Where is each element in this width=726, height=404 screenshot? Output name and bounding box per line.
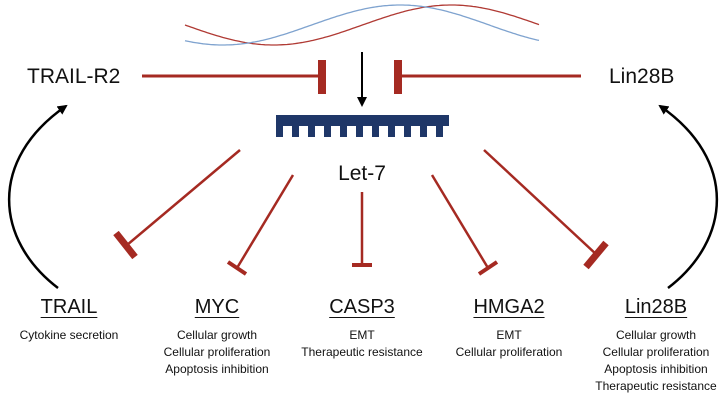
- inhibit-hmga2: [430, 174, 499, 276]
- dna-strand-b: [184, 4, 540, 46]
- effect-item: Cytokine secretion: [19, 328, 119, 342]
- target-name: CASP3: [329, 296, 395, 318]
- effect-item: Cellular proliferation: [163, 345, 271, 359]
- trail-r2-label: TRAIL-R2: [27, 65, 121, 88]
- inhibit-myc: [226, 174, 295, 276]
- effect-item: Therapeutic resistance: [595, 379, 717, 393]
- lin28b-inhibition: [394, 60, 581, 94]
- effect-item: Apoptosis inhibition: [165, 362, 269, 376]
- let7-mirna-icon: [276, 115, 449, 137]
- target-hmga2: HMGA2 EMT Cellular proliferation: [456, 297, 616, 361]
- effect-item: Therapeutic resistance: [301, 345, 423, 359]
- inhibit-lin28b: [483, 149, 609, 270]
- inhibit-trail: [113, 149, 241, 260]
- target-name: TRAIL: [40, 296, 98, 318]
- target-name: Lin28B: [624, 296, 688, 318]
- effect-item: Cellular proliferation: [602, 345, 710, 359]
- let7-label: Let-7: [338, 162, 386, 185]
- effect-item: Cellular growth: [615, 328, 697, 342]
- inhibit-casp3: [352, 192, 372, 267]
- lin28b-regulator-label: Lin28B: [609, 65, 675, 88]
- effect-list: Cytokine secretion: [20, 327, 119, 344]
- target-trail: TRAIL Cytokine secretion: [20, 297, 168, 344]
- dna-strand-a: [184, 4, 540, 46]
- target-myc: MYC Cellular growth Cellular proliferati…: [164, 297, 324, 378]
- dna-helix-icon: [184, 4, 540, 46]
- trail-to-trail-r2-arrow: [7, 104, 68, 289]
- target-casp3: CASP3 EMT Therapeutic resistance: [301, 297, 483, 361]
- effect-list: Cellular growth Cellular proliferation A…: [164, 327, 271, 378]
- trail-r2-inhibition: [142, 60, 326, 94]
- effect-item: Cellular growth: [176, 328, 258, 342]
- effect-list: Cellular growth Cellular proliferation A…: [595, 327, 716, 395]
- lin28b-feedback-arrow: [658, 104, 719, 289]
- target-name: MYC: [194, 296, 240, 318]
- target-name: HMGA2: [473, 296, 545, 318]
- effect-item: Cellular proliferation: [455, 345, 563, 359]
- effect-list: EMT Therapeutic resistance: [301, 327, 422, 361]
- effect-item: EMT: [496, 328, 522, 342]
- target-lin28b: Lin28B Cellular growth Cellular prolifer…: [595, 297, 726, 395]
- effect-item: EMT: [349, 328, 375, 342]
- effect-item: Apoptosis inhibition: [604, 362, 708, 376]
- effect-list: EMT Cellular proliferation: [456, 327, 563, 361]
